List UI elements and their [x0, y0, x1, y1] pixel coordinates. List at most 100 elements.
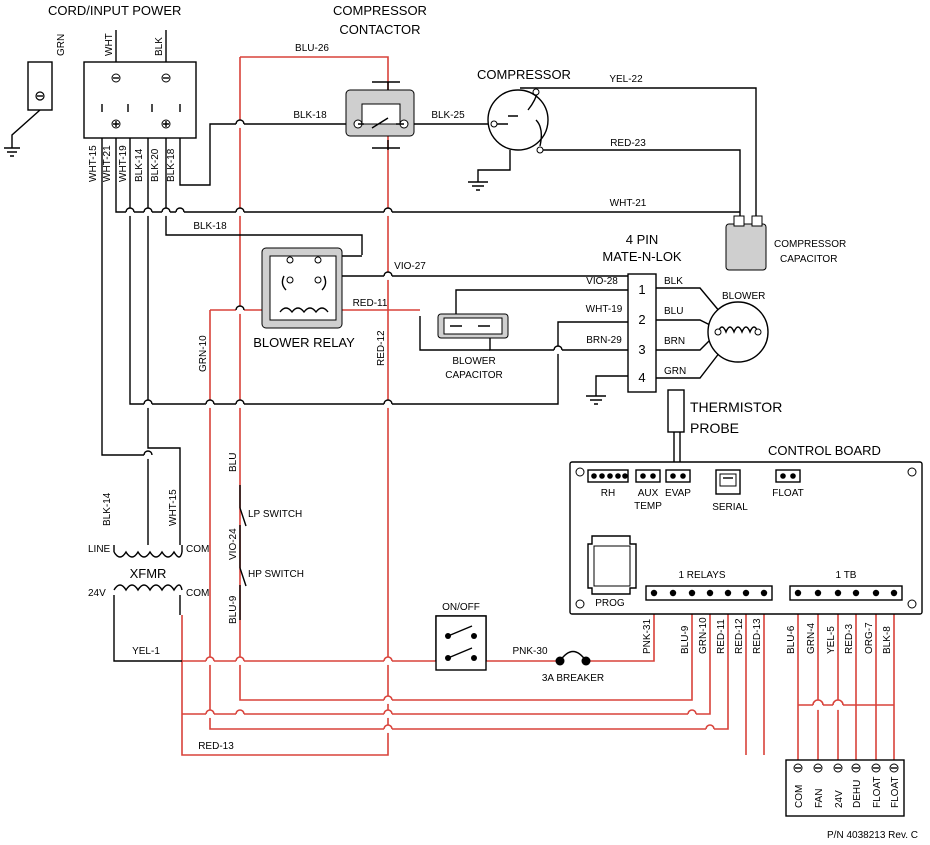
pin-2: 2 — [638, 312, 645, 327]
wire-label-blk14: BLK-14 — [134, 148, 145, 182]
wire-label-blu9b: BLU-9 — [680, 625, 691, 654]
v24-label: 24V — [88, 588, 106, 599]
wire-label-red12b: RED-12 — [734, 618, 745, 654]
component-labels: CORD/INPUT POWER COMPRESSOR CONTACTOR CO… — [48, 3, 918, 841]
blower-lead-labels: BLK BLU BRN GRN 1 2 3 4 — [638, 276, 686, 385]
wire-label-grn10b: GRN-10 — [698, 617, 709, 654]
tb-label: 1 TB — [836, 570, 857, 581]
aux-temp-label-2: TEMP — [634, 501, 662, 512]
com-top-label: COM — [186, 544, 209, 555]
pin-1: 1 — [638, 282, 645, 297]
transformer — [113, 545, 183, 592]
breaker[interactable] — [555, 650, 591, 666]
blower-capacitor — [437, 313, 509, 339]
compressor-capacitor-label-2: CAPACITOR — [780, 254, 837, 265]
wire-label-blu6: BLU-6 — [786, 625, 797, 654]
wire-label-vio27: VIO-27 — [394, 261, 426, 272]
wire-label-blk18c: BLK-18 — [193, 221, 227, 232]
lead-label-brn: BRN — [664, 336, 685, 347]
compressor-contactor — [345, 81, 415, 149]
xfmr-label: XFMR — [130, 566, 167, 581]
wire-label-red13b: RED-13 — [752, 618, 763, 654]
lead-label-blu: BLU — [664, 306, 683, 317]
board-labels: RH AUX TEMP EVAP SERIAL FLOAT PROG 1 REL… — [595, 488, 857, 609]
mate-n-lok-label-2: MATE-N-LOK — [602, 249, 682, 264]
wire-labels-horizontal: BLU-26 BLK-18 BLK-25 YEL-22 RED-23 WHT-2… — [132, 43, 647, 752]
evap-label: EVAP — [665, 488, 691, 499]
pin-3: 3 — [638, 342, 645, 357]
wire-label-blu9: BLU-9 — [228, 595, 239, 624]
wire-label-wht19b: WHT-19 — [586, 304, 623, 315]
lead-label-grn: GRN — [664, 366, 686, 377]
wire-label-blk25: BLK-25 — [431, 110, 465, 121]
compressor-contactor-label-2: CONTACTOR — [339, 22, 420, 37]
wire-label-red3: RED-3 — [844, 624, 855, 654]
wire-label-yel22: YEL-22 — [609, 74, 643, 85]
wire-label-vio28: VIO-28 — [586, 276, 618, 287]
wire-label-blk14b: BLK-14 — [102, 492, 113, 526]
wire-label-wht19: WHT-19 — [118, 145, 129, 182]
thermistor-label-2: PROBE — [690, 420, 739, 436]
compressor-capacitor — [725, 215, 767, 271]
serial-label: SERIAL — [712, 502, 748, 513]
wire-label-grn4: GRN-4 — [806, 622, 817, 654]
wire-label-blk: BLK — [154, 37, 165, 56]
wire-label-blu26: BLU-26 — [295, 43, 329, 54]
blower-capacitor-label-1: BLOWER — [452, 356, 495, 367]
compressor — [487, 88, 549, 154]
black-wires — [4, 30, 757, 662]
terminal-float-2: FLOAT — [890, 777, 901, 808]
hp-switch-label: HP SWITCH — [248, 569, 304, 580]
aux-temp-label-1: AUX — [638, 488, 659, 499]
terminal-float-1: FLOAT — [872, 777, 883, 808]
ground-plug — [27, 61, 53, 111]
blower-label: BLOWER — [722, 291, 765, 302]
blower-relay-label: BLOWER RELAY — [253, 335, 355, 350]
relays-label: 1 RELAYS — [678, 570, 725, 581]
wire-label-red11b: RED-11 — [716, 619, 727, 654]
wire-label-pnk31: PNK-31 — [642, 619, 653, 654]
wire-label-wht: WHT — [104, 33, 115, 56]
cord-input-power-label: CORD/INPUT POWER — [48, 3, 181, 18]
wire-label-wht21: WHT-21 — [102, 145, 113, 182]
com-bottom-label: COM — [186, 588, 209, 599]
prog-label: PROG — [595, 598, 625, 609]
lead-label-blk: BLK — [664, 276, 683, 287]
wire-label-yel1: YEL-1 — [132, 646, 160, 657]
terminal-strip — [785, 759, 905, 817]
part-number: P/N 4038213 Rev. C — [827, 830, 918, 841]
wire-label-org7: ORG-7 — [864, 622, 875, 654]
control-board — [569, 461, 923, 615]
wire-label-wht21b: WHT-21 — [610, 198, 647, 209]
wire-labels-vertical: GRN WHT BLK WHT-15 WHT-21 WHT-19 BLK-14 … — [56, 33, 893, 654]
wire-label-wht15b: WHT-15 — [168, 489, 179, 526]
crossover-hops — [125, 119, 844, 733]
wire-label-blk18a: BLK-18 — [166, 148, 177, 182]
blower-capacitor-label-2: CAPACITOR — [445, 370, 502, 381]
terminal-24v: 24V — [834, 790, 845, 808]
on-off-switch[interactable] — [435, 615, 487, 671]
terminal-com: COM — [794, 785, 805, 808]
wire-label-blk20: BLK-20 — [150, 148, 161, 182]
blower-relay — [261, 247, 343, 329]
line-label: LINE — [88, 544, 111, 555]
wire-label-red23: RED-23 — [610, 138, 646, 149]
thermistor-probe — [667, 389, 685, 433]
power-input-block — [83, 61, 197, 139]
pin-4: 4 — [638, 370, 645, 385]
wire-label-yel5: YEL-5 — [826, 626, 837, 654]
wire-label-vio24: VIO-24 — [228, 528, 239, 560]
terminal-fan: FAN — [814, 789, 825, 808]
compressor-label: COMPRESSOR — [477, 67, 571, 82]
terminal-dehu: DEHU — [852, 780, 863, 808]
wire-label-grn: GRN — [56, 34, 67, 56]
breaker-label: 3A BREAKER — [542, 673, 604, 684]
compressor-capacitor-label-1: COMPRESSOR — [774, 239, 846, 250]
control-board-label: CONTROL BOARD — [768, 443, 881, 458]
rh-label: RH — [601, 488, 615, 499]
wire-label-red12: RED-12 — [376, 330, 387, 366]
wire-label-blu: BLU — [228, 453, 239, 472]
mate-n-lok-connector — [627, 273, 657, 393]
wire-label-blk8: BLK-8 — [882, 626, 893, 654]
